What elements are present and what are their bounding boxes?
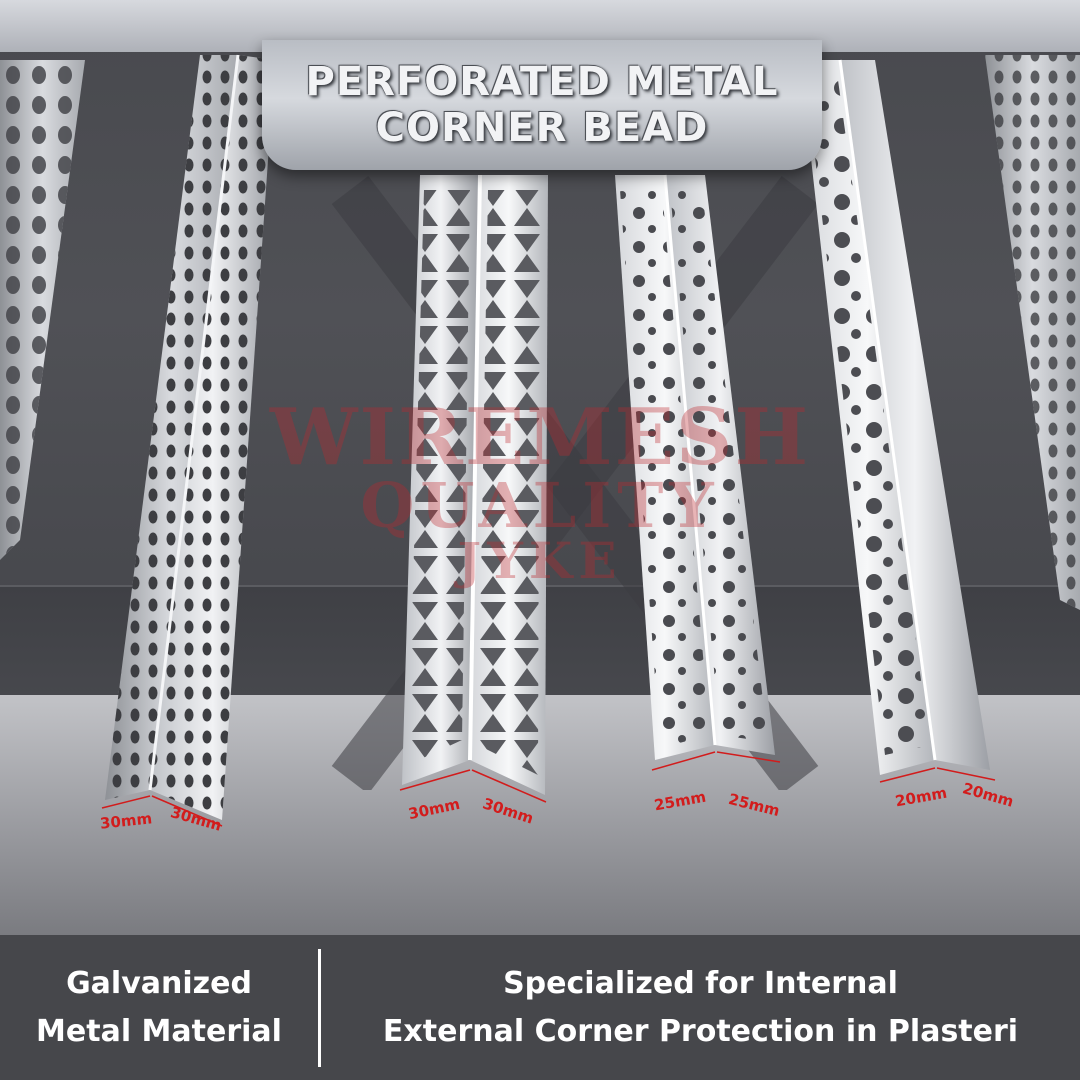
title-plate: PERFORATED METAL CORNER BEAD <box>262 40 822 170</box>
watermark-line-1: WIREMESH <box>269 392 811 483</box>
dimension-arrows <box>101 751 996 827</box>
features-divider <box>318 948 321 1067</box>
bead-triangle-30mm <box>402 174 548 795</box>
features-bar: Galvanized Metal Material Specialized fo… <box>0 935 1080 1080</box>
watermark-line-3: JYKE <box>457 531 623 590</box>
watermark-line-2: QUALITY <box>360 469 720 542</box>
feature-usage: Specialized for Internal External Corner… <box>321 960 1080 1056</box>
bead-oval-30mm <box>105 54 275 820</box>
feature-usage-line-2: External Corner Protection in Plasteri <box>382 1013 1019 1049</box>
corner-bead-products <box>0 54 1080 827</box>
watermark-text: WIREMESH QUALITY JYKE <box>180 392 900 590</box>
bead-round-20mm <box>800 59 990 775</box>
feature-material-line-1: Galvanized <box>66 965 252 1001</box>
bead-round-25mm <box>615 174 775 760</box>
feature-material: Galvanized Metal Material <box>0 960 318 1056</box>
title-line-2: CORNER BEAD <box>375 105 709 151</box>
bead-partial-left <box>0 60 85 560</box>
title-line-1: PERFORATED METAL <box>305 59 779 105</box>
bead-partial-right <box>985 55 1080 610</box>
feature-material-line-2: Metal Material <box>36 1013 282 1049</box>
feature-usage-line-1: Specialized for Internal <box>503 965 898 1001</box>
